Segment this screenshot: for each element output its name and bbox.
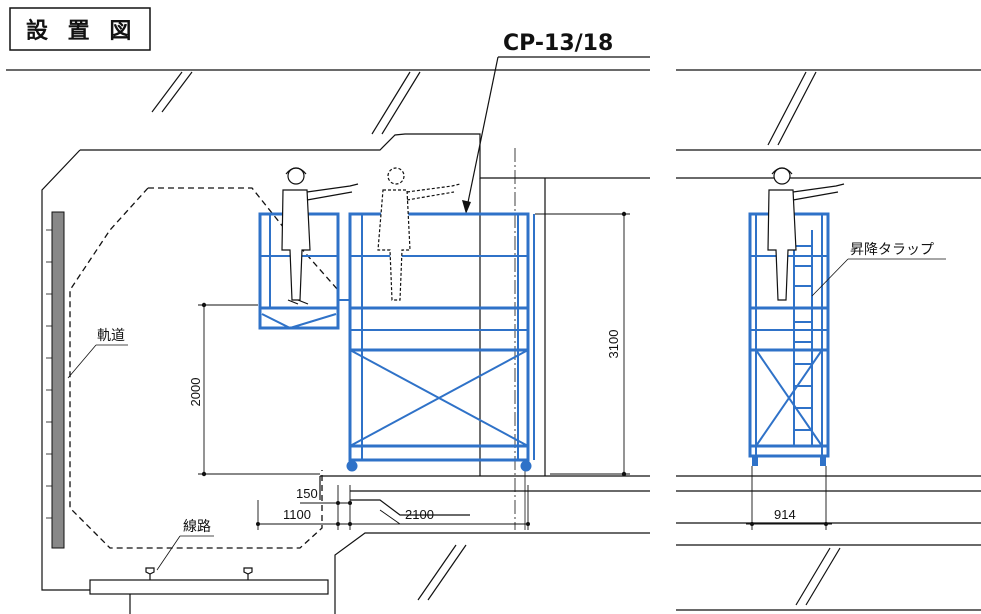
svg-text:線路: 線路	[183, 519, 211, 535]
worker-figure-ghost	[377, 167, 461, 301]
rail-line-label: 線路	[156, 519, 214, 571]
title-box: 設 置 図	[9, 7, 151, 51]
svg-text:150: 150	[296, 486, 318, 501]
scaffold-front-view	[748, 212, 830, 466]
dim-2000: 2000	[188, 302, 320, 477]
ladder-label: 昇降タラップ	[811, 242, 946, 297]
dim-150-1100-2100: 150 1100 2100	[256, 485, 530, 530]
svg-text:2000: 2000	[188, 378, 203, 407]
model-text: CP-13/18	[503, 31, 613, 56]
rail-icon-2	[243, 567, 253, 580]
svg-text:昇降タラップ: 昇降タラップ	[850, 242, 934, 258]
rail-icon	[145, 567, 155, 580]
svg-text:3100: 3100	[606, 330, 621, 359]
title-text: 設 置 図	[26, 18, 137, 44]
svg-text:2100: 2100	[405, 507, 434, 522]
dim-914: 914	[746, 466, 832, 530]
tunnel-structure	[6, 69, 650, 614]
tunnel-front-view	[676, 69, 981, 611]
model-label: CP-13/18	[462, 31, 650, 214]
dim-3100: 3100	[535, 211, 630, 477]
worker-figure-front	[767, 167, 845, 301]
svg-text:1100: 1100	[283, 507, 311, 522]
scaffold-side-view	[258, 212, 535, 472]
track-label: 軌道	[67, 328, 128, 379]
svg-text:914: 914	[774, 507, 796, 522]
svg-text:軌道: 軌道	[97, 328, 125, 344]
worker-figure	[281, 167, 359, 305]
